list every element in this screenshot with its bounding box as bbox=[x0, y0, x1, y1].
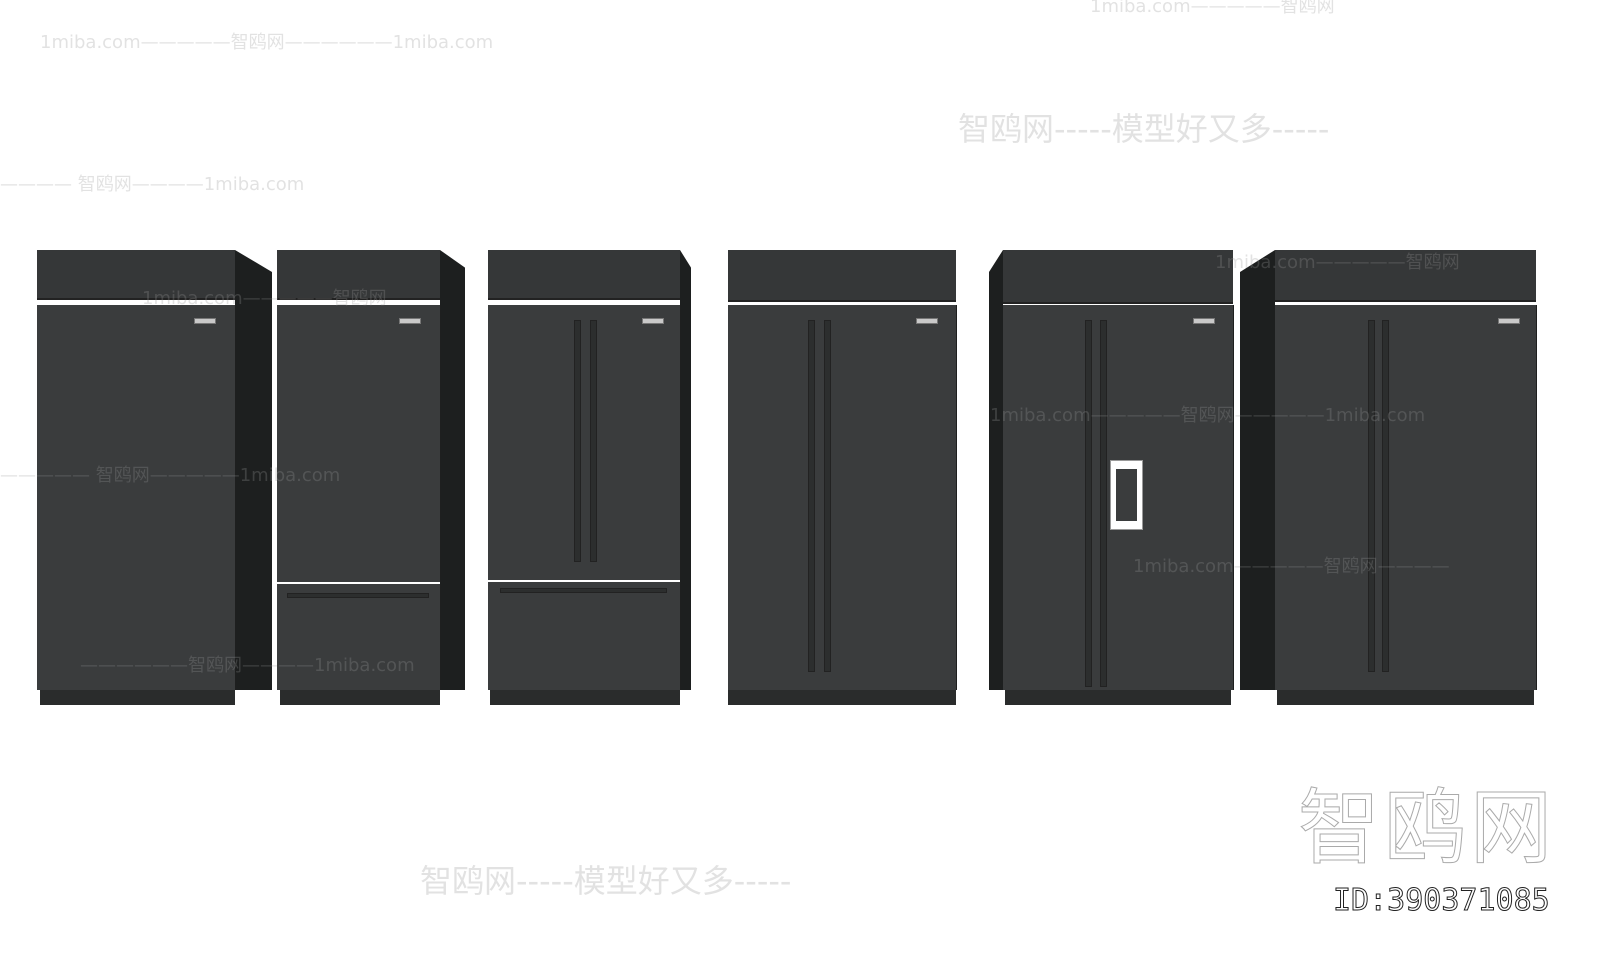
door-handle bbox=[574, 320, 581, 562]
brand-badge bbox=[916, 318, 938, 324]
watermark: 1miba.com—————智鸥网—————1miba.com bbox=[990, 405, 1426, 426]
drawer-handle bbox=[287, 593, 429, 598]
fridge-side-by-side bbox=[728, 250, 957, 706]
fridge-single-door bbox=[37, 250, 273, 706]
watermark: 1miba.com—————智鸥网———— bbox=[1133, 556, 1450, 577]
brand-badge bbox=[1193, 318, 1215, 324]
watermark: 智鸥网-----模型好又多----- bbox=[958, 110, 1330, 148]
watermark: 1miba.com—————智鸥网 bbox=[1090, 0, 1335, 17]
watermark: ———— 智鸥网————1miba.com bbox=[0, 174, 305, 195]
door-handle bbox=[824, 320, 831, 672]
fridge-side-by-side-dispenser bbox=[989, 250, 1234, 706]
watermark: 1miba.com—————智鸥网 bbox=[142, 288, 387, 309]
brand-logo: 智鸥网 bbox=[1297, 781, 1557, 876]
door-handle bbox=[1085, 320, 1092, 687]
door-handle bbox=[1100, 320, 1107, 687]
brand-badge bbox=[1498, 318, 1520, 324]
watermark: ——————智鸥网————1miba.com bbox=[80, 655, 415, 676]
brand-badge bbox=[194, 318, 216, 324]
fridge-side-by-side bbox=[1240, 250, 1537, 706]
door-handle bbox=[1368, 320, 1375, 672]
water-dispenser bbox=[1110, 460, 1143, 530]
watermark-slogan: 智鸥网-----模型好又多----- bbox=[420, 862, 792, 900]
drawer-handle bbox=[500, 588, 667, 593]
fridge-french-door bbox=[488, 250, 691, 706]
brand-badge bbox=[399, 318, 421, 324]
door-handle bbox=[1382, 320, 1389, 672]
watermark: 1miba.com—————智鸥网——————1miba.com bbox=[40, 32, 494, 53]
model-id: ID:390371085 bbox=[1333, 883, 1551, 918]
fridge-bottom-freezer bbox=[277, 250, 465, 706]
door-handle bbox=[808, 320, 815, 672]
watermark: 1miba.com—————智鸥网 bbox=[1215, 252, 1460, 273]
door-handle bbox=[590, 320, 597, 562]
brand-badge bbox=[642, 318, 664, 324]
watermark: ————— 智鸥网—————1miba.com bbox=[0, 465, 341, 486]
